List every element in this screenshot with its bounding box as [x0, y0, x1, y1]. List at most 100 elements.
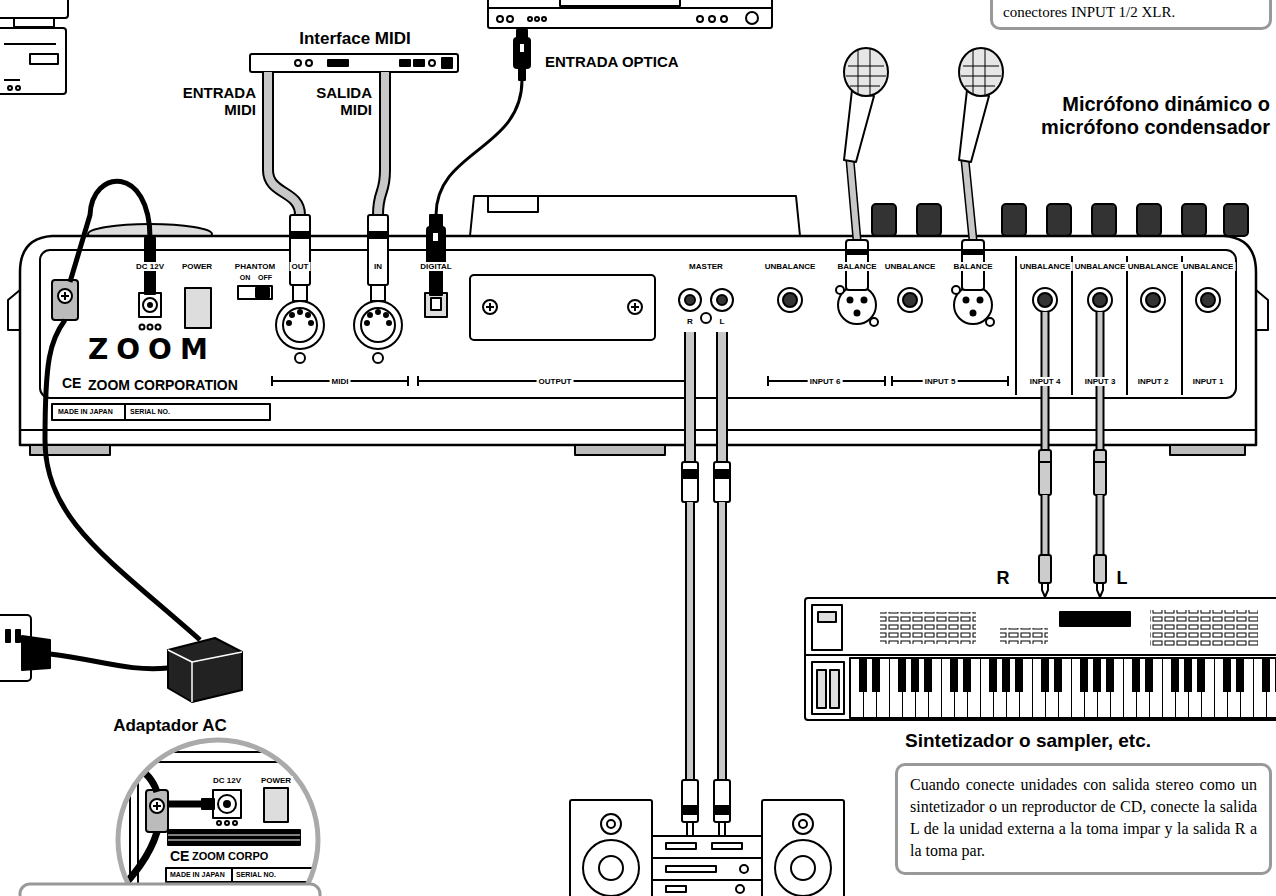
rear-panel [298, 310, 302, 314]
midi-cable [293, 285, 307, 301]
phone-cable [1043, 495, 1048, 555]
rear-panel [143, 298, 157, 312]
ce-mark: CE [170, 848, 189, 864]
phone-cable [1041, 495, 1050, 555]
midi-cable [268, 72, 300, 215]
knob-row [1224, 204, 1248, 236]
recorder-body [488, 196, 538, 212]
inset-detail [153, 802, 161, 810]
microphone [844, 48, 1003, 290]
cd-player [697, 16, 703, 22]
inset-detail [224, 801, 230, 807]
midi-interface [400, 60, 410, 66]
rear-panel [376, 310, 380, 314]
inset-detail [150, 799, 164, 813]
device-label: Micrófono dinámico o micrófono condensad… [990, 93, 1270, 139]
speaker-system [762, 800, 844, 896]
channel-label: L [718, 317, 727, 326]
speaker-system [601, 814, 621, 834]
rear-panel [290, 313, 294, 317]
speaker-system [793, 814, 813, 834]
note-frame [20, 884, 320, 896]
optical-cable [430, 215, 442, 227]
rca-cable [682, 462, 698, 502]
rear-panel [631, 303, 639, 311]
panel-label: UNBALANCE [763, 262, 818, 271]
panel-label: IN [372, 262, 384, 271]
speaker-system [652, 857, 762, 859]
rear-panel [1093, 293, 1107, 307]
rear-panel [964, 298, 969, 303]
inset-detail [105, 735, 358, 896]
speaker-system [652, 879, 762, 881]
recorder-body [40, 250, 1236, 398]
speaker-system [666, 886, 686, 892]
speaker-system [583, 840, 639, 896]
rear-panel [148, 325, 153, 330]
midi-cable [371, 285, 385, 301]
speaker-system [791, 856, 815, 880]
synthesizer [812, 605, 842, 650]
rear-panel [140, 325, 145, 330]
note-text: Cuando conecte unidades con salida stere… [910, 774, 1257, 862]
rca-cable [714, 470, 730, 478]
panel-label: OUT [290, 262, 311, 271]
rear-panel [855, 311, 860, 316]
synthesizer [830, 670, 839, 708]
microphone [850, 160, 857, 240]
rear-panel [295, 353, 305, 363]
panel-label: BALANCE [951, 262, 994, 271]
rear-panel [783, 293, 797, 307]
panel-label: PHANTOM [233, 262, 277, 271]
panel-label: UNBALANCE [1073, 262, 1128, 271]
rear-panel [58, 289, 72, 303]
ac-adapter [0, 615, 242, 702]
rear-panel [701, 313, 711, 323]
phone-cable [1039, 450, 1051, 495]
rear-panel [892, 376, 1008, 386]
microphone [965, 160, 973, 240]
midi-interface [250, 54, 458, 72]
channel-label: L [1117, 568, 1128, 589]
cd-player [746, 12, 758, 24]
midi-cable [368, 232, 388, 238]
speaker-system [712, 843, 742, 849]
inset-detail [225, 821, 229, 825]
panel-label: UNBALANCE [1018, 262, 1073, 271]
inset-detail [217, 821, 221, 825]
optical-cable [427, 227, 445, 267]
rear-panel [1181, 256, 1183, 395]
knob-row [1092, 204, 1116, 236]
midi-cable [268, 72, 388, 301]
computer [30, 54, 58, 64]
rear-panel [952, 286, 960, 294]
knob-row [1137, 204, 1161, 236]
channel-label: R [997, 568, 1010, 589]
rca-cable [687, 502, 693, 780]
speaker-system [652, 836, 762, 896]
rear-panel [1088, 288, 1112, 312]
synthesizer [1000, 628, 1048, 644]
midi-cable [368, 215, 388, 285]
rear-panel [486, 303, 494, 311]
microphone [846, 48, 886, 96]
rear-panel [1071, 256, 1073, 395]
rca-cable [718, 332, 726, 462]
optical-cable [433, 233, 438, 241]
rear-panel [1038, 293, 1052, 307]
rear-panel [870, 318, 878, 326]
rear-panel [139, 293, 161, 317]
ac-adapter [16, 630, 20, 642]
speaker-system [607, 820, 615, 828]
microphone [844, 48, 888, 96]
rca-cable [684, 332, 696, 462]
phone-cable [1097, 583, 1103, 597]
cd-player [535, 17, 539, 21]
power-cable [45, 320, 200, 640]
rear-panel [256, 288, 269, 297]
phone-cable [1098, 495, 1103, 555]
maker-name: ZOOM CORPO [192, 850, 268, 863]
cd-player [507, 16, 513, 22]
microphone [962, 250, 984, 254]
microphone [965, 160, 973, 240]
